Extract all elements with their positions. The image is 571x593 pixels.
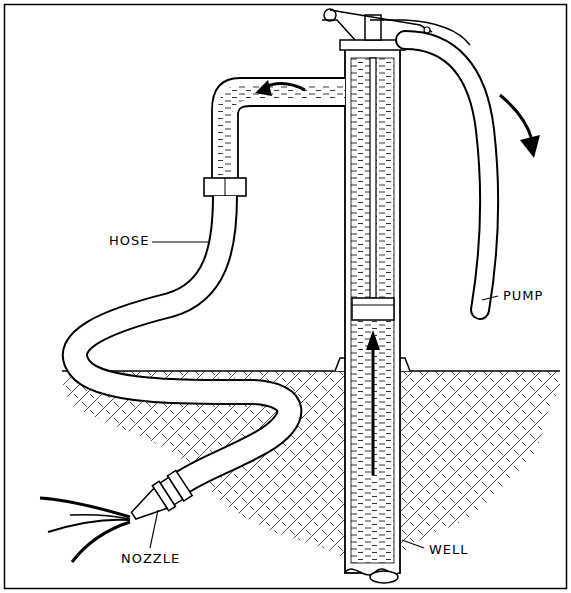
piston bbox=[352, 298, 394, 320]
ground-line bbox=[62, 370, 560, 372]
well-label: WELL bbox=[428, 542, 470, 558]
leader-line bbox=[152, 241, 208, 242]
leader-line bbox=[402, 540, 424, 548]
pump-cylinder bbox=[345, 48, 400, 573]
nozzle bbox=[126, 470, 193, 528]
pump-label: PUMP bbox=[502, 288, 544, 304]
frame bbox=[5, 5, 567, 589]
spout bbox=[212, 78, 345, 180]
hose-label: HOSE bbox=[108, 233, 150, 249]
nozzle-label: NOZZLE bbox=[120, 551, 181, 567]
hose bbox=[75, 196, 290, 484]
leader-line bbox=[150, 510, 158, 548]
leader-line bbox=[482, 296, 498, 300]
